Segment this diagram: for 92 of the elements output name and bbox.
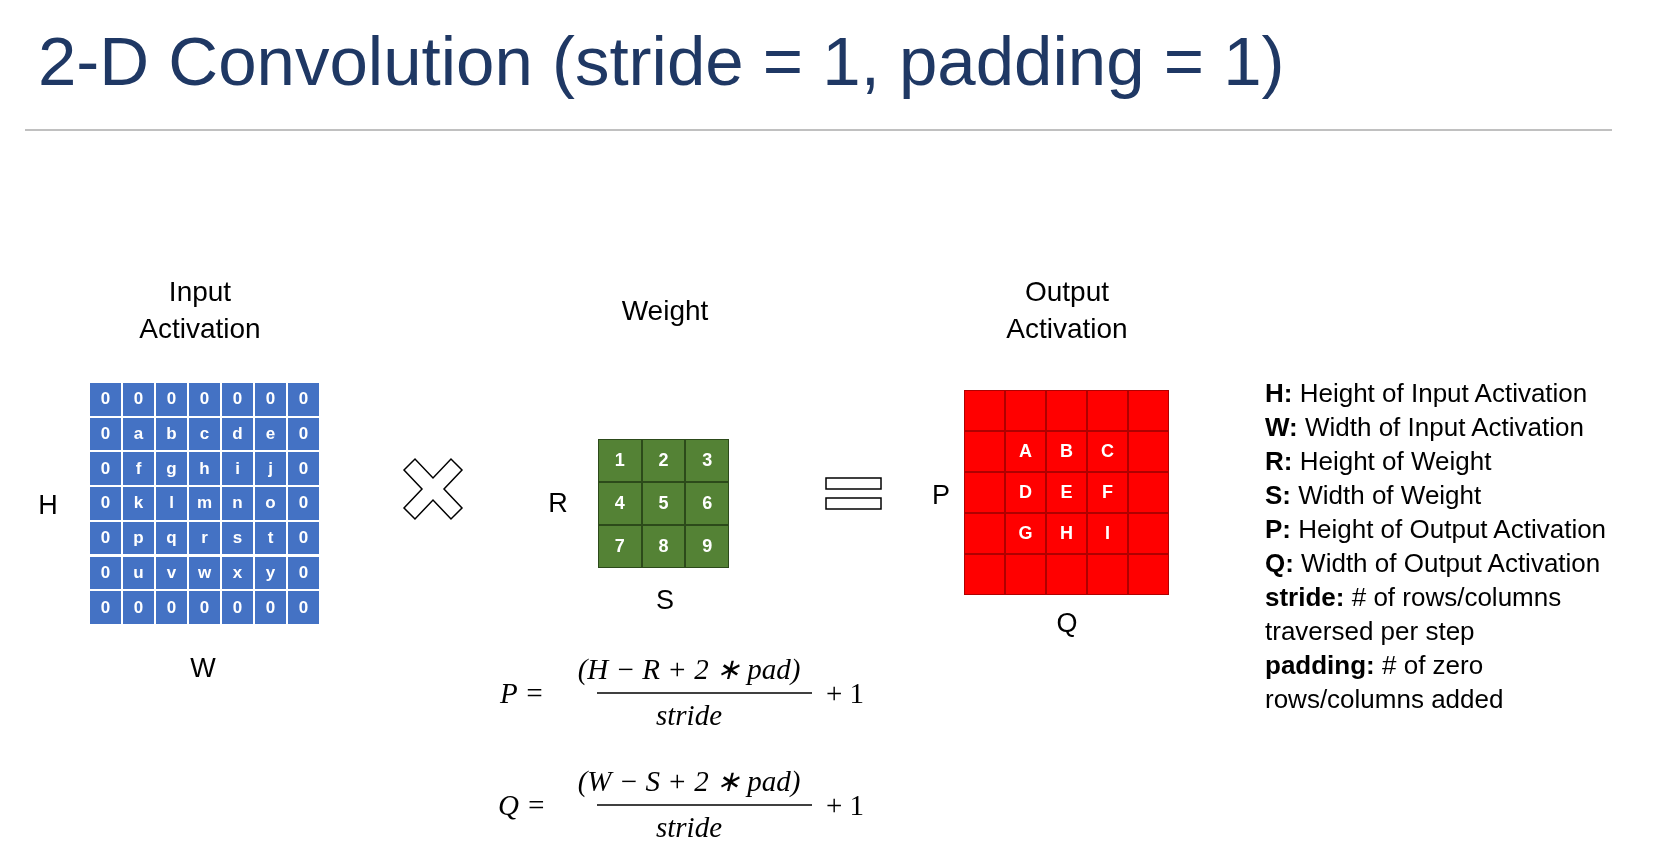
slide-title: 2-D Convolution (stride = 1, padding = 1)	[38, 22, 1285, 101]
grid-cell: 0	[122, 590, 155, 625]
grid-cell: 0	[221, 590, 254, 625]
grid-cell: q	[155, 520, 188, 556]
definition-text: S: Width of Weight	[1265, 479, 1482, 512]
grid-cell: x	[221, 555, 254, 591]
grid-cell: l	[155, 486, 188, 521]
grid-cell: m	[188, 486, 221, 521]
grid-cell: w	[188, 555, 221, 591]
heading: Output Activation	[1005, 275, 1129, 346]
grid-cell: 9	[685, 525, 730, 568]
formula-text: + 1	[825, 788, 865, 822]
grid-cell: 8	[641, 525, 686, 568]
grid-cell: F	[1087, 472, 1128, 513]
grid-cell: p	[122, 520, 155, 556]
grid-cell: G	[1005, 513, 1046, 554]
grid-cell: 0	[188, 382, 221, 417]
dimension-label: H	[38, 489, 58, 521]
grid-cell: k	[122, 486, 155, 521]
grid-cell: 0	[287, 520, 320, 556]
grid-cell: 0	[155, 590, 188, 625]
grid-cell: 0	[89, 520, 122, 556]
grid-cell: 1	[598, 439, 642, 482]
heading: Weight	[620, 293, 710, 328]
grid-cell: o	[254, 486, 287, 521]
dimension-label: Q	[1056, 607, 1078, 639]
grid-cell: n	[221, 486, 254, 521]
grid-cell: 7	[598, 525, 642, 568]
grid-cell: 5	[641, 482, 686, 525]
definition-text: P: Height of Output Activation	[1265, 513, 1607, 546]
grid-cell: v	[155, 555, 188, 591]
grid-cell: 3	[685, 439, 730, 482]
grid-cell: d	[221, 416, 254, 452]
formula-denominator: stride	[655, 698, 723, 732]
grid-cell: g	[155, 451, 188, 487]
grid-cell: f	[122, 451, 155, 487]
grid-cell: e	[254, 416, 287, 452]
dimension-label: R	[548, 487, 568, 519]
dimension-label: W	[190, 652, 216, 684]
formula-text: Q =	[498, 788, 546, 822]
grid-cell: 0	[287, 486, 320, 521]
grid-cell: D	[1005, 472, 1046, 513]
definition-text: padding: # of zero rows/columns added	[1265, 649, 1505, 716]
grid-cell: 0	[89, 555, 122, 591]
formula-text: + 1	[825, 676, 865, 710]
grid-cell: 0	[287, 382, 320, 417]
definition-text: W: Width of Input Activation	[1265, 411, 1584, 444]
grid-cell: 0	[89, 486, 122, 521]
grid-cell: c	[188, 416, 221, 452]
grid-cell: 0	[155, 382, 188, 417]
grid-cell: j	[254, 451, 287, 487]
grid-cell: 0	[122, 382, 155, 417]
definition-text: R: Height of Weight	[1265, 445, 1492, 478]
grid-cell: 0	[254, 382, 287, 417]
grid-cell: 0	[188, 590, 221, 625]
grid-cell: 0	[89, 590, 122, 625]
grid-cell: E	[1046, 472, 1087, 513]
grid-cell: b	[155, 416, 188, 452]
definition-text: Q: Width of Output Activation	[1265, 547, 1601, 580]
dimension-label: P	[932, 479, 950, 511]
grid-cell: 0	[254, 590, 287, 625]
grid-cell: i	[221, 451, 254, 487]
grid-cell: 0	[287, 416, 320, 452]
formula-denominator: stride	[655, 810, 723, 841]
grid-cell: B	[1046, 431, 1087, 472]
grid-cell: 0	[89, 416, 122, 452]
grid-cell: A	[1005, 431, 1046, 472]
grid-cell: 0	[89, 382, 122, 417]
grid-cell: 0	[221, 382, 254, 417]
grid-cell: 2	[641, 439, 686, 482]
grid-cell: r	[188, 520, 221, 556]
grid-cell: C	[1087, 431, 1128, 472]
grid-cell: 0	[287, 451, 320, 487]
grid-cell: 0	[287, 590, 320, 625]
formula-numerator: (W − S + 2 ∗ pad)	[577, 764, 801, 798]
grid-cell: 6	[685, 482, 730, 525]
grid-cell: H	[1046, 513, 1087, 554]
dimension-label: S	[656, 584, 674, 616]
grid-cell: h	[188, 451, 221, 487]
grid-cell: 0	[287, 555, 320, 591]
grid-cell: a	[122, 416, 155, 452]
formula-text: P =	[500, 676, 544, 710]
grid-cell: u	[122, 555, 155, 591]
formula-numerator: (H − R + 2 ∗ pad)	[577, 652, 801, 686]
grid-cell: s	[221, 520, 254, 556]
grid-cell: 4	[598, 482, 642, 525]
definition-text: H: Height of Input Activation	[1265, 377, 1588, 410]
grid-cell: I	[1087, 513, 1128, 554]
grid-cell: y	[254, 555, 287, 591]
grid-cell: 0	[89, 451, 122, 487]
grid-cell: t	[254, 520, 287, 556]
heading: Input Activation	[138, 275, 262, 346]
